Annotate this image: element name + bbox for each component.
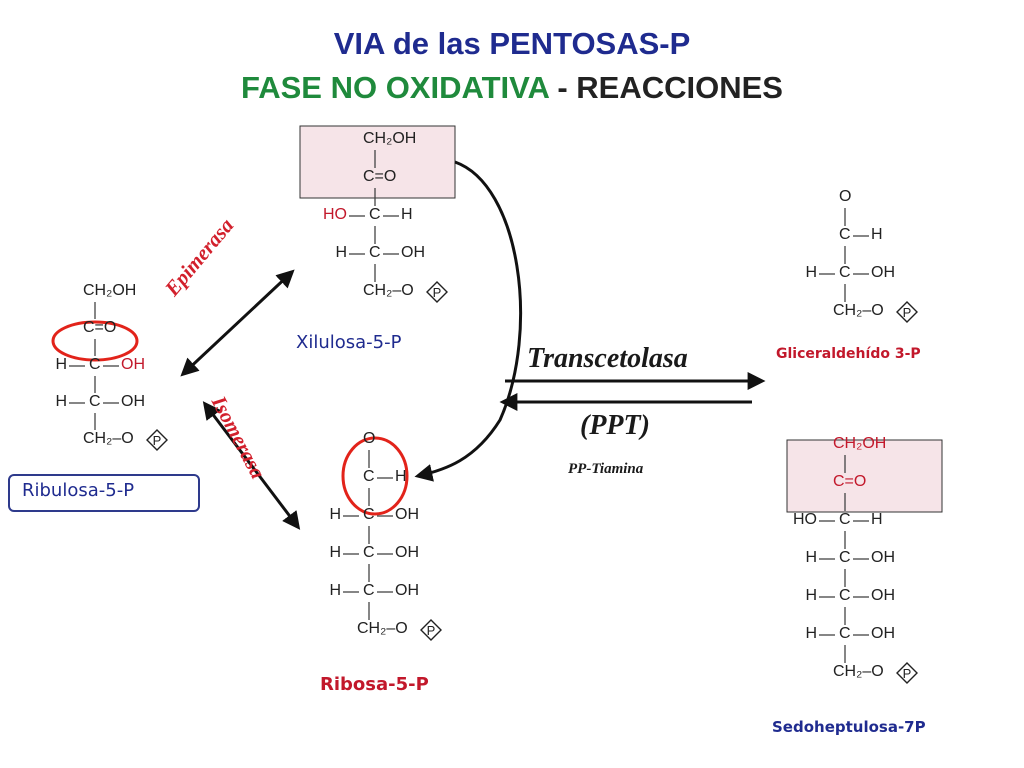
ribulosa-carbonyl-circle bbox=[51, 320, 139, 362]
gliceraldehido-label: Gliceraldehído 3-P bbox=[776, 346, 921, 362]
gliceraldehido-row-2-right: OH bbox=[871, 264, 895, 281]
sedoheptulosa-row-5-right: OH bbox=[871, 625, 895, 642]
ribosa-row-3-left: H bbox=[329, 544, 341, 561]
gliceraldehido-row-2-left: H bbox=[805, 264, 817, 281]
isomerasa-arrow bbox=[202, 401, 301, 530]
xilulosa-row-0-center: CH₂OH bbox=[363, 130, 417, 147]
ribulosa-row-2-left: H bbox=[55, 356, 67, 373]
svg-text:P: P bbox=[903, 305, 912, 320]
sedoheptulosa-label: Sedoheptulosa-7P bbox=[772, 718, 926, 736]
sedoheptulosa-row-5-center: C bbox=[839, 625, 851, 642]
svg-text:P: P bbox=[153, 433, 162, 448]
sedoheptulosa-row-4-left: H bbox=[805, 587, 817, 604]
ribulosa-label: Ribulosa-5-P bbox=[22, 480, 135, 501]
ribulosa-row-3-right: OH bbox=[121, 393, 145, 410]
epimerasa-arrow bbox=[180, 269, 295, 377]
xilulosa-phosphate-icon: P bbox=[426, 281, 448, 303]
xilulosa-row-2-center: C bbox=[369, 206, 381, 223]
ribosa-row-2-right: OH bbox=[395, 506, 419, 523]
xilulosa-row-3-center: C bbox=[369, 244, 381, 261]
xilulosa-row-3-right: OH bbox=[401, 244, 425, 261]
xilulosa-row-2-right: H bbox=[401, 206, 413, 223]
svg-text:P: P bbox=[433, 285, 442, 300]
gliceraldehido-row-1-right: H bbox=[871, 226, 883, 243]
ribosa-row-1-center: C bbox=[363, 468, 375, 485]
title-fase: FASE NO OXIDATIVA bbox=[241, 70, 549, 105]
ribosa-row-4-right: OH bbox=[395, 582, 419, 599]
cofactor-label: PP-Tiamina bbox=[568, 461, 644, 477]
sedoheptulosa-row-2-left: HO bbox=[793, 511, 817, 528]
ribulosa-row-3-center: C bbox=[89, 393, 101, 410]
sedoheptulosa-row-3-left: H bbox=[805, 549, 817, 566]
ribulosa-phosphate-icon: P bbox=[146, 429, 168, 451]
ribosa-row-2-left: H bbox=[329, 506, 341, 523]
sedoheptulosa-row-4-right: OH bbox=[871, 587, 895, 604]
transcetolasa-label: Transcetolasa bbox=[527, 343, 688, 374]
title-reacciones: - REACCIONES bbox=[548, 70, 783, 105]
svg-text:P: P bbox=[427, 623, 436, 638]
xilulosa-row-2-left: HO bbox=[323, 206, 347, 223]
ribosa-row-3-center: C bbox=[363, 544, 375, 561]
ribosa-row-4-left: H bbox=[329, 582, 341, 599]
ribosa-row-5-center: CH₂–O bbox=[357, 620, 408, 637]
gliceraldehido-row-2-center: C bbox=[839, 264, 851, 281]
title-line-2: FASE NO OXIDATIVA - REACCIONES bbox=[0, 70, 1024, 106]
ribulosa-label-box bbox=[8, 474, 200, 512]
ribulosa-row-2-right: OH bbox=[121, 356, 145, 373]
sedoheptulosa-row-5-left: H bbox=[805, 625, 817, 642]
ribosa-label: Ribosa-5-P bbox=[320, 674, 429, 695]
gliceraldehido-phosphate-icon: P bbox=[896, 301, 918, 323]
xilulosa-label: Xilulosa-5-P bbox=[296, 332, 402, 353]
xilulosa-row-3-left: H bbox=[335, 244, 347, 261]
xilulosa-row-4-center: CH₂–O bbox=[363, 282, 414, 299]
sedoheptulosa-row-0-center: CH₂OH bbox=[833, 435, 887, 452]
sedoheptulosa-row-2-center: C bbox=[839, 511, 851, 528]
ribosa-row-2-center: C bbox=[363, 506, 375, 523]
sedoheptulosa-row-6-center: CH₂–O bbox=[833, 663, 884, 680]
sedoheptulosa-row-3-center: C bbox=[839, 549, 851, 566]
sedoheptulosa-row-4-center: C bbox=[839, 587, 851, 604]
gliceraldehido-row-0-center: O bbox=[839, 188, 852, 205]
ribosa-phosphate-icon: P bbox=[420, 619, 442, 641]
sedoheptulosa-row-2-right: H bbox=[871, 511, 883, 528]
ribosa-row-1-right: H bbox=[395, 468, 407, 485]
ribulosa-row-4-center: CH₂–O bbox=[83, 430, 134, 447]
sedoheptulosa-row-3-right: OH bbox=[871, 549, 895, 566]
title-line-1: VIA de las PENTOSAS-P bbox=[333, 26, 691, 61]
ppt-label: (PPT) bbox=[580, 410, 650, 441]
gliceraldehido-row-1-center: C bbox=[839, 226, 851, 243]
ribulosa-row-0-center: CH₂OH bbox=[83, 282, 137, 299]
svg-text:P: P bbox=[903, 666, 912, 681]
ribosa-aldehyde-circle bbox=[341, 436, 409, 516]
sedoheptulosa-highlight-box bbox=[786, 439, 943, 513]
gliceraldehido-row-3-center: CH₂–O bbox=[833, 302, 884, 319]
sedoheptulosa-row-1-center: C=O bbox=[833, 473, 867, 490]
ribulosa-row-3-left: H bbox=[55, 393, 67, 410]
xilulosa-row-1-center: C=O bbox=[363, 168, 397, 185]
sedoheptulosa-phosphate-icon: P bbox=[896, 662, 918, 684]
ribosa-row-0-center: O bbox=[363, 430, 376, 447]
ribosa-row-4-center: C bbox=[363, 582, 375, 599]
ribulosa-row-1-center: C=O bbox=[83, 319, 117, 336]
ribosa-row-3-right: OH bbox=[395, 544, 419, 561]
ribulosa-row-2-center: C bbox=[89, 356, 101, 373]
